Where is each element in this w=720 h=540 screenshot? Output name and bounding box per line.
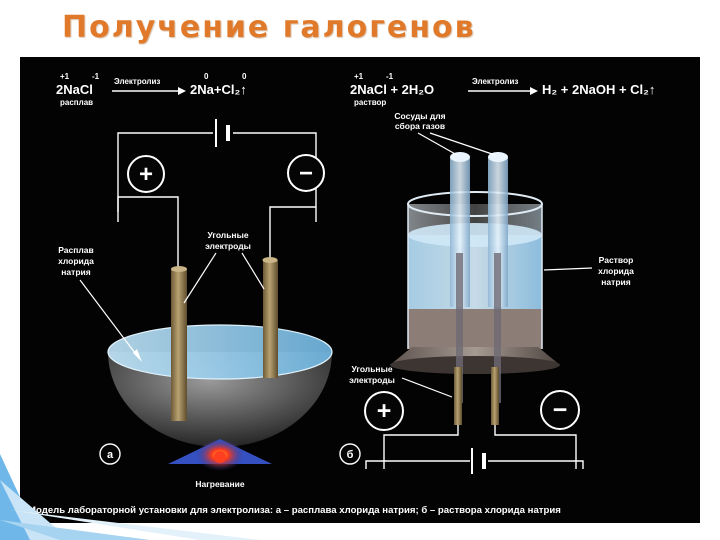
left-plus-terminal xyxy=(127,155,165,193)
label-left-electrodes-line2: электроды xyxy=(205,241,251,251)
label-melt-line3: натрия xyxy=(61,267,90,277)
left-wire-anode xyxy=(117,196,179,273)
corner-stripe-4 xyxy=(0,520,150,540)
left-wire-top-left xyxy=(117,132,213,222)
figure-canvas: +1 -1 2NaCl расплав Электролиз 0 0 2Na+C… xyxy=(28,72,655,516)
right-ox-cl: -1 xyxy=(386,72,394,81)
pointer-melt xyxy=(79,279,139,358)
right-wire-anode xyxy=(383,425,459,469)
label-vessels-line1: Сосуды для xyxy=(394,111,445,121)
left-wire-top-right xyxy=(233,132,317,222)
pointer-right-electrodes xyxy=(401,377,453,398)
crucible-rim xyxy=(107,324,333,380)
marker-b: б xyxy=(347,449,354,461)
label-melt-line2: хлорида xyxy=(58,256,94,266)
pointer-left-cathode xyxy=(241,252,265,290)
label-solution-line2: хлорида xyxy=(598,266,634,276)
left-plus-sign: + xyxy=(139,161,153,188)
left-ox-na: +1 xyxy=(60,72,70,81)
gas-tube-right xyxy=(488,157,508,307)
label-right-electrodes-line2: электроды xyxy=(349,375,395,385)
gas-tube-left-top xyxy=(450,152,470,162)
marker-a-circle xyxy=(99,443,121,465)
label-solution-line3: натрия xyxy=(601,277,630,287)
right-plus-terminal xyxy=(364,391,404,431)
right-anode-rod xyxy=(454,367,462,425)
pointer-solution xyxy=(543,267,593,271)
slide-title: Получение галогенов xyxy=(62,10,476,45)
right-apparatus: + − Сосуды для сбора газов Раствор хлори… xyxy=(339,111,634,474)
right-reactant-state: раствор xyxy=(354,98,386,107)
right-products: H₂ + 2NaOH + Cl₂↑ xyxy=(542,82,655,97)
left-process: Электролиз xyxy=(114,77,160,86)
right-minus-terminal xyxy=(540,390,580,430)
label-vessels-line2: сбора газов xyxy=(395,121,445,131)
label-solution-line1: Раствор xyxy=(599,255,634,265)
left-minus-terminal xyxy=(287,154,325,192)
pointer-vessel-right xyxy=(429,132,496,156)
label-heating: Нагревание xyxy=(195,479,245,489)
left-arrow-head xyxy=(178,87,186,95)
corner-stripe-2 xyxy=(0,480,70,540)
pointer-vessel-left xyxy=(417,132,458,156)
left-ox-cl: -1 xyxy=(92,72,100,81)
beaker-bottom-layer xyxy=(408,309,542,349)
left-cathode-top xyxy=(262,257,278,263)
right-cathode-inner xyxy=(494,253,501,403)
right-equation: +1 -1 2NaCl + 2H₂O раствор Электролиз H₂… xyxy=(350,72,655,107)
right-wire-bottom-right xyxy=(488,460,584,469)
right-cathode-rod xyxy=(491,367,499,425)
electrolysis-figure: +1 -1 2NaCl расплав Электролиз 0 0 2Na+C… xyxy=(20,57,700,523)
label-right-electrodes-line1: Угольные xyxy=(351,364,392,374)
marker-b-circle xyxy=(339,443,361,465)
left-ox-cl-prod: 0 xyxy=(242,72,247,81)
left-equation: +1 -1 2NaCl расплав Электролиз 0 0 2Na+C… xyxy=(56,72,247,107)
right-plus-sign: + xyxy=(377,397,392,425)
pointer-melt-head xyxy=(133,349,142,362)
marker-a: а xyxy=(107,449,114,461)
label-melt-line1: Расплав xyxy=(58,245,94,255)
left-cathode-rod xyxy=(263,260,278,378)
pointer-left-anode xyxy=(183,252,217,304)
left-ox-na-prod: 0 xyxy=(204,72,209,81)
gas-tube-left xyxy=(450,157,470,307)
left-wire-cathode xyxy=(269,206,316,263)
left-reactant: 2NaCl xyxy=(56,82,93,97)
right-minus-sign: − xyxy=(553,396,568,424)
label-left-electrodes-line1: Угольные xyxy=(207,230,248,240)
right-anode-inner xyxy=(456,253,463,403)
figure-caption: Модель лабораторной установки для электр… xyxy=(28,505,561,516)
solution-surface xyxy=(408,223,542,247)
right-process: Электролиз xyxy=(472,77,518,86)
stand-foot xyxy=(390,356,560,374)
corner-stripe-3 xyxy=(10,510,260,540)
flame-core xyxy=(214,451,226,463)
left-apparatus: + − Расплав хлорида натрия Угольные элек… xyxy=(58,119,333,489)
right-ox-na: +1 xyxy=(354,72,364,81)
left-minus-sign: − xyxy=(299,160,313,187)
left-reactant-state: расплав xyxy=(60,98,93,107)
slide-corner-decoration xyxy=(0,454,260,540)
left-anode-top xyxy=(171,266,187,272)
right-reactant: 2NaCl + 2H₂O xyxy=(350,82,434,97)
right-arrow-head xyxy=(530,87,538,95)
right-wire-bottom-left xyxy=(365,460,470,469)
left-anode-rod xyxy=(171,269,187,421)
right-wire-cathode xyxy=(494,425,577,469)
left-products: 2Na+Cl₂↑ xyxy=(190,82,247,97)
